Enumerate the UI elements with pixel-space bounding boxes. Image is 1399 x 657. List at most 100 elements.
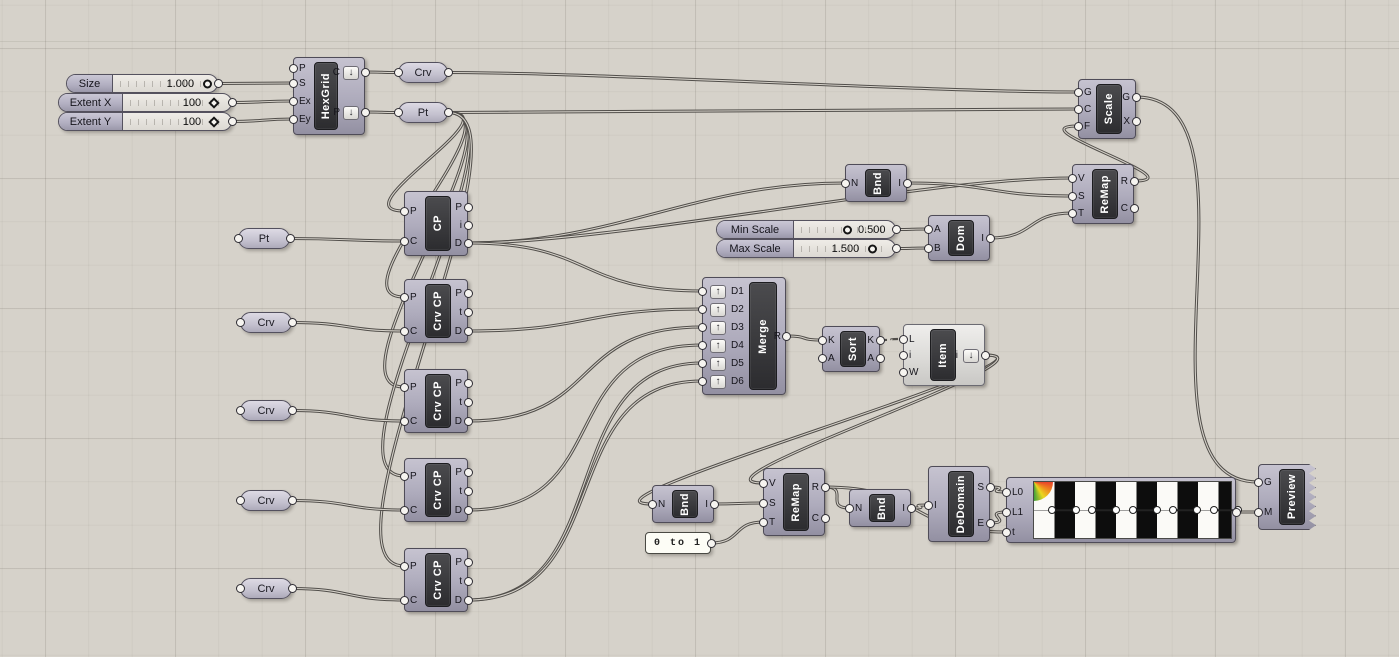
port-rmb_R[interactable] (820, 482, 830, 492)
port-rmt_C[interactable] (1129, 203, 1139, 213)
port-st_Kout[interactable] (875, 335, 885, 345)
port-it_L[interactable] (898, 334, 908, 344)
port-crvtop_in[interactable] (393, 68, 403, 77)
port-pttop_in[interactable] (393, 108, 403, 117)
port-bnd2_I[interactable] (906, 503, 916, 513)
port-sc_C[interactable] (1073, 104, 1083, 114)
slider-grip[interactable] (843, 225, 852, 234)
port-bnd2_N[interactable] (844, 503, 854, 513)
port-cp_i[interactable] (463, 220, 473, 230)
port-crv3_out[interactable] (287, 496, 297, 505)
port-cc4_Pout[interactable] (463, 557, 473, 567)
port-dom_I[interactable] (985, 233, 995, 243)
gradient-grip-link[interactable] (1132, 509, 1157, 511)
gradient-grip-handle[interactable] (1071, 506, 1080, 514)
port-cc2_D[interactable] (463, 416, 473, 426)
port-st_K[interactable] (817, 335, 827, 345)
port-mg_D4[interactable] (697, 340, 707, 350)
gradient-grip-handle[interactable] (1210, 506, 1219, 514)
port-bndbot_N[interactable] (647, 499, 657, 509)
port-mg_D5[interactable] (697, 358, 707, 368)
slider-grip[interactable] (208, 96, 220, 109)
port-hex_Ex[interactable] (288, 96, 298, 106)
gradient-grip-link[interactable] (1214, 509, 1239, 511)
port-crvtop_out[interactable] (443, 68, 453, 77)
param-capsule-crv[interactable]: Crv (240, 490, 292, 511)
port-cp_P[interactable] (399, 206, 409, 216)
gradient-grip-handle[interactable] (1047, 506, 1056, 514)
up-arrow-icon[interactable]: ↑ (710, 321, 726, 335)
down-arrow-icon[interactable]: ↓ (963, 349, 979, 363)
down-arrow-icon[interactable]: ↓ (343, 66, 359, 80)
port-cc1_P[interactable] (399, 292, 409, 302)
port-cc4_P[interactable] (399, 561, 409, 571)
up-arrow-icon[interactable]: ↑ (710, 339, 726, 353)
port-bndtop_I[interactable] (902, 178, 912, 188)
port-ptleft_in[interactable] (233, 234, 243, 243)
port-cc1_Pout[interactable] (463, 288, 473, 298)
gradient-preview-strip[interactable] (1033, 481, 1243, 539)
port-mg_R[interactable] (781, 331, 791, 341)
port-crv3_in[interactable] (235, 496, 245, 505)
port-rmb_S[interactable] (758, 498, 768, 508)
port-cc3_t[interactable] (463, 486, 473, 496)
up-arrow-icon[interactable]: ↑ (710, 375, 726, 389)
port-crv4_in[interactable] (235, 584, 245, 593)
port-bndtop_N[interactable] (840, 178, 850, 188)
port-rmt_S[interactable] (1067, 191, 1077, 201)
param-capsule-pt[interactable]: Pt (238, 228, 290, 249)
gradient-grip-handle[interactable] (1128, 506, 1137, 514)
port-cc3_P[interactable] (399, 471, 409, 481)
port-cc2_P[interactable] (399, 382, 409, 392)
port-size_out[interactable] (213, 79, 223, 88)
port-crv2_in[interactable] (235, 406, 245, 415)
port-mg_D3[interactable] (697, 322, 707, 332)
port-mg_D2[interactable] (697, 304, 707, 314)
gradient-grip-handle[interactable] (1193, 506, 1202, 514)
up-arrow-icon[interactable]: ↑ (710, 285, 726, 299)
port-it_W[interactable] (898, 367, 908, 377)
gradient-grip-handle[interactable] (1169, 506, 1178, 514)
gradient-grip-handle[interactable] (1112, 506, 1121, 514)
param-capsule-crv[interactable]: Crv (240, 312, 292, 333)
port-cc3_D[interactable] (463, 505, 473, 515)
port-cc1_D[interactable] (463, 326, 473, 336)
port-it_i[interactable] (898, 350, 908, 360)
data-panel-0-to-1[interactable]: 0 to 1 (645, 532, 711, 554)
slider-grip[interactable] (203, 79, 213, 88)
port-sc_Gout[interactable] (1131, 92, 1141, 102)
port-cc2_C[interactable] (399, 416, 409, 426)
param-capsule-crv[interactable]: Crv (240, 400, 292, 421)
port-cc3_C[interactable] (399, 505, 409, 515)
port-it_iout[interactable] (980, 350, 990, 360)
port-rmb_C[interactable] (820, 513, 830, 523)
port-dd_E[interactable] (985, 518, 995, 528)
port-rmt_R[interactable] (1129, 176, 1139, 186)
port-gr_L1[interactable] (1001, 507, 1011, 517)
port-minsc_out[interactable] (891, 225, 901, 234)
port-p01_out[interactable] (706, 538, 716, 548)
port-gr_L0[interactable] (1001, 487, 1011, 497)
port-mg_D6[interactable] (697, 376, 707, 386)
port-cc2_t[interactable] (463, 397, 473, 407)
port-pv_G[interactable] (1253, 477, 1263, 487)
port-dom_B[interactable] (923, 243, 933, 253)
param-capsule-pt[interactable]: Pt (398, 102, 448, 123)
port-cp_D[interactable] (463, 238, 473, 248)
